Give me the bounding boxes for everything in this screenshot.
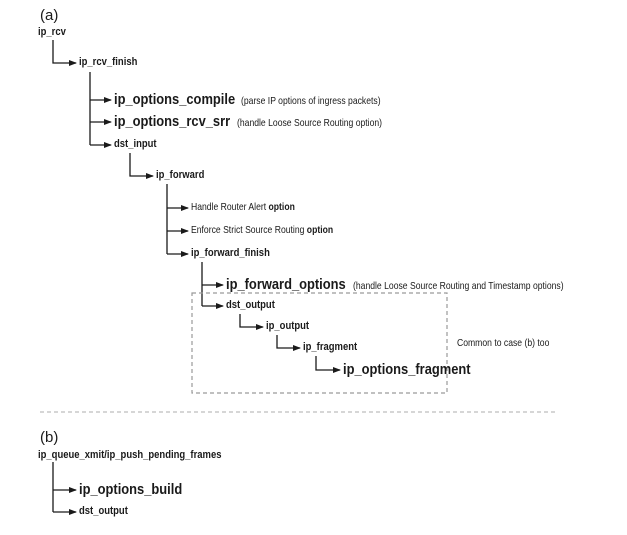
case-a-label: (a) [40,7,59,24]
node-ip-forward: ip_forward [156,169,205,181]
node-ip-options-rcv-srr: ip_options_rcv_srr [114,113,231,130]
row-ip-options-rcv-srr: ip_options_rcv_srr (handle Loose Source R… [114,114,414,130]
case-b-label: (b) [40,429,59,446]
node-b-dst-output: dst_output [79,505,128,517]
node-dst-output: dst_output [226,299,275,311]
node-ip-queue-xmit: ip_queue_xmit/ip_push_pending_frames [38,449,222,461]
edge-ip-fragment [276,335,301,351]
node-ip-output: ip_output [266,320,310,332]
edge-ip-output [239,314,264,330]
node-ip-forward-options: ip_forward_options [226,276,346,293]
edge-ip-rcv-finish [52,40,77,66]
node-ip-forward-finish: ip_forward_finish [191,247,270,259]
node-ip-options-fragment: ip_options_fragment [343,361,471,378]
router-alert-text: Handle Router Alert [191,201,269,213]
desc-ip-options-compile: (parse IP options of ingress packets) [240,95,381,107]
router-alert-bold: option [268,201,295,213]
node-dst-input: dst_input [114,138,157,150]
node-ip-rcv-finish: ip_rcv_finish [79,56,138,68]
desc-ip-forward-options: (handle Loose Source Routing and Timesta… [353,280,564,292]
step-router-alert: Handle Router Alert option [191,202,295,213]
node-ip-options-compile: ip_options_compile [114,91,236,108]
edge-ip-options-fragment [315,356,341,373]
node-ip-rcv: ip_rcv [38,26,66,38]
desc-ip-options-rcv-srr: (handle Loose Source Routing option) [237,117,383,129]
strict-route-text: Enforce Strict Source Routing [191,224,307,236]
node-ip-fragment: ip_fragment [303,341,358,353]
strict-route-bold: option [306,224,334,236]
node-ip-options-build: ip_options_build [79,481,183,498]
row-ip-forward-options: ip_forward_options (handle Loose Source R… [226,277,610,293]
common-path-box [191,292,448,394]
common-note: Common to case (b) too [457,337,550,349]
row-ip-options-compile: ip_options_compile (parse IP options of i… [114,92,411,108]
step-strict-route: Enforce Strict Source Routing option [191,225,333,236]
edge-ip-forward [129,153,154,179]
